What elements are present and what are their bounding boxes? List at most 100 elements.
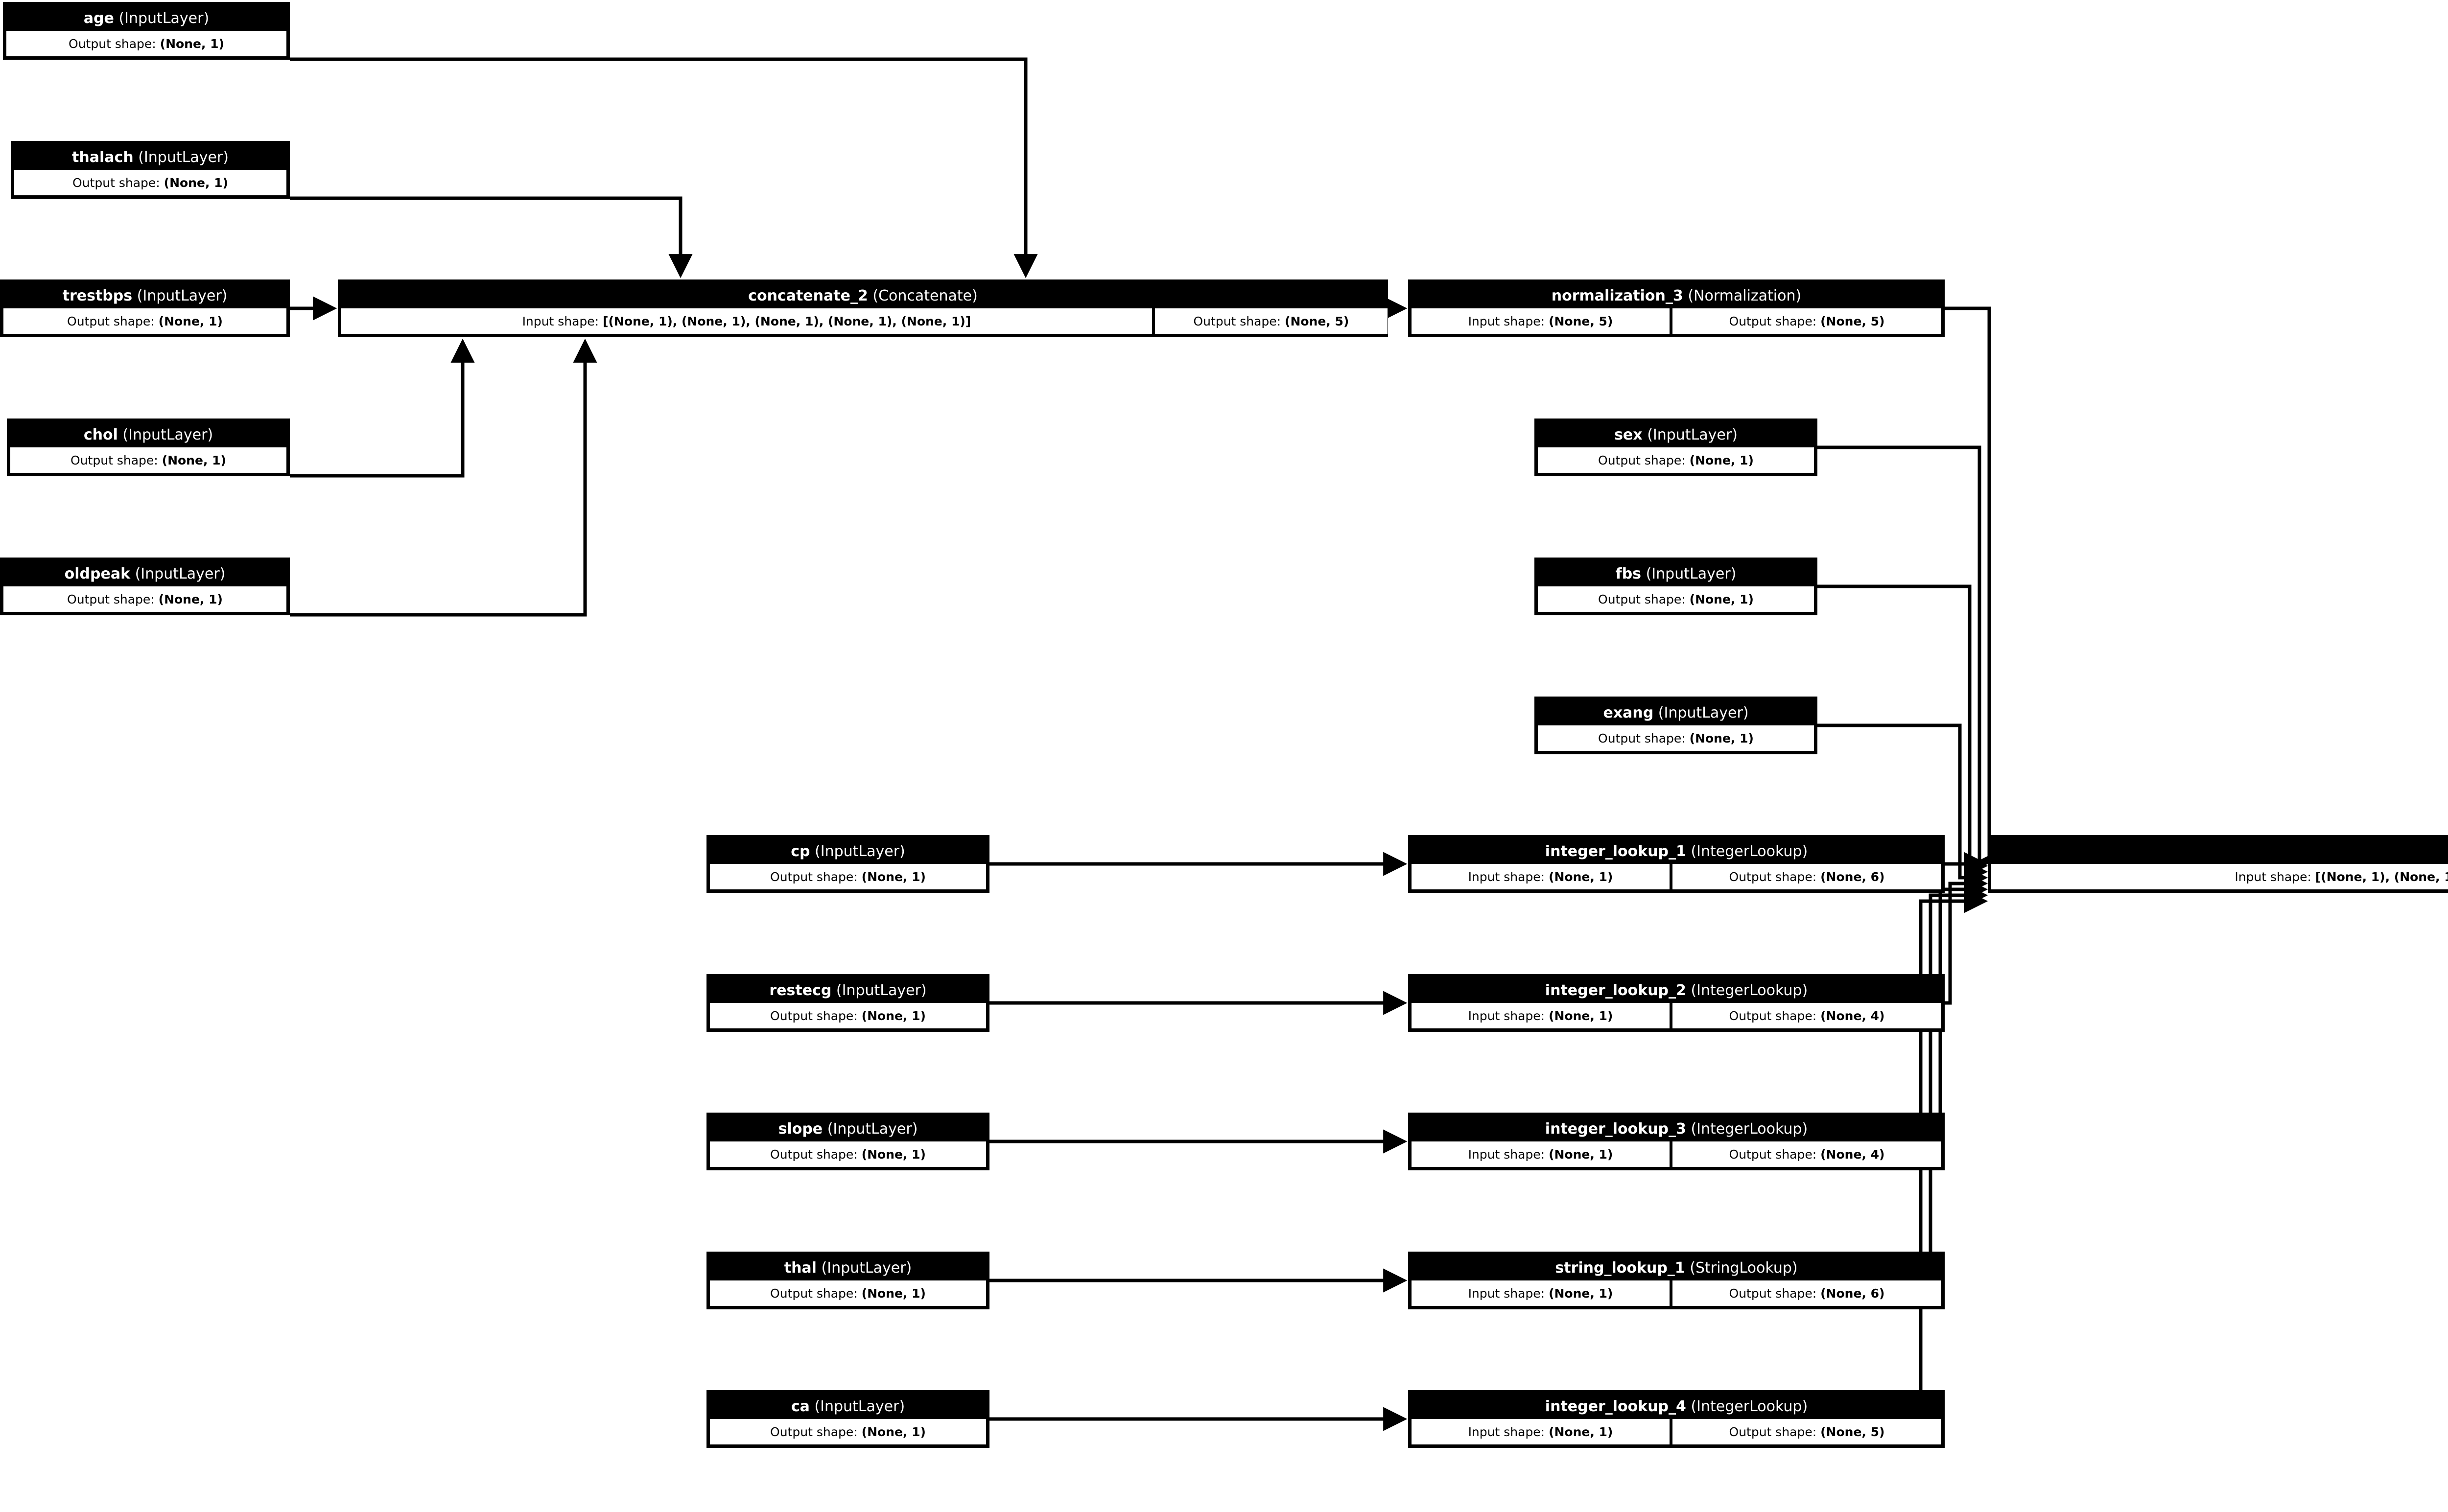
shape-label-normalization_3-0: Input shape:: [1468, 314, 1545, 328]
shape-label-sex-0: Output shape:: [1598, 453, 1686, 467]
node-header-normalization_3: normalization_3 (Normalization): [1412, 283, 1941, 308]
node-body-integer_lookup_2: Input shape: (None, 1)Output shape: (Non…: [1412, 1003, 1942, 1028]
node-type-sex: (InputLayer): [1647, 426, 1738, 443]
node-normalization_3[interactable]: normalization_3 (Normalization)Input sha…: [1408, 279, 1945, 337]
node-age[interactable]: age (InputLayer) Output shape: (None, 1): [3, 2, 290, 60]
node-ca[interactable]: ca (InputLayer)Output shape: (None, 1): [706, 1390, 989, 1448]
node-shape-cell-age-0: Output shape: (None, 1): [6, 31, 286, 56]
node-body-age: Output shape: (None, 1): [6, 31, 286, 56]
node-exang[interactable]: exang (InputLayer)Output shape: (None, 1…: [1534, 697, 1817, 754]
edge-normalization3-to-concatenate3: [1945, 306, 2004, 872]
node-shape-cell-concatenate_3-0: Input shape: [(None, 1), (None, 1), (Non…: [1991, 864, 2448, 889]
node-string_lookup_1[interactable]: string_lookup_1 (StringLookup)Input shap…: [1408, 1252, 1945, 1309]
node-body-integer_lookup_1: Input shape: (None, 1)Output shape: (Non…: [1412, 864, 1942, 889]
shape-value-normalization_3-0: (None, 5): [1549, 314, 1613, 328]
node-header-concatenate_3: concatenate_3 (Concatenate): [1991, 838, 2448, 864]
shape-value-trestbps-0: (None, 1): [158, 314, 223, 328]
node-type-string_lookup_1: (StringLookup): [1690, 1259, 1798, 1277]
node-sex[interactable]: sex (InputLayer)Output shape: (None, 1): [1534, 419, 1817, 476]
node-shape-cell-integer_lookup_2-0: Input shape: (None, 1): [1412, 1003, 1670, 1028]
node-shape-cell-integer_lookup_4-1: Output shape: (None, 5): [1669, 1419, 1942, 1444]
node-header-concatenate_2: concatenate_2 (Concatenate): [341, 283, 1385, 308]
node-concatenate_2[interactable]: concatenate_2 (Concatenate)Input shape: …: [338, 279, 1388, 337]
node-trestbps[interactable]: trestbps (InputLayer)Output shape: (None…: [0, 279, 290, 337]
node-body-trestbps: Output shape: (None, 1): [3, 308, 286, 334]
node-chol[interactable]: chol (InputLayer)Output shape: (None, 1): [7, 419, 290, 476]
shape-value-string_lookup_1-1: (None, 6): [1820, 1286, 1885, 1301]
node-body-restecg: Output shape: (None, 1): [710, 1003, 986, 1028]
node-name-ca: ca: [791, 1397, 810, 1415]
node-type-integer_lookup_1: (IntegerLookup): [1691, 842, 1808, 860]
shape-label-thalach-0: Output shape:: [72, 175, 160, 190]
node-restecg[interactable]: restecg (InputLayer)Output shape: (None,…: [706, 974, 989, 1032]
node-header-restecg: restecg (InputLayer): [710, 977, 986, 1003]
node-body-oldpeak: Output shape: (None, 1): [3, 586, 286, 612]
shape-value-integer_lookup_4-1: (None, 5): [1820, 1424, 1885, 1439]
node-name-normalization_3: normalization_3: [1551, 287, 1683, 304]
node-shape-cell-integer_lookup_1-0: Input shape: (None, 1): [1412, 864, 1670, 889]
node-cp[interactable]: cp (InputLayer)Output shape: (None, 1): [706, 835, 989, 893]
shape-label-integer_lookup_3-0: Input shape:: [1468, 1147, 1545, 1162]
shape-label-chol-0: Output shape:: [71, 453, 158, 467]
node-integer_lookup_1[interactable]: integer_lookup_1 (IntegerLookup)Input sh…: [1408, 835, 1945, 893]
node-name-age: age: [83, 9, 114, 27]
node-header-thal: thal (InputLayer): [710, 1255, 986, 1280]
node-name-integer_lookup_2: integer_lookup_2: [1545, 981, 1686, 999]
node-slope[interactable]: slope (InputLayer)Output shape: (None, 1…: [706, 1113, 989, 1170]
node-name-restecg: restecg: [769, 981, 832, 999]
shape-value-chol-0: (None, 1): [162, 453, 226, 467]
node-integer_lookup_3[interactable]: integer_lookup_3 (IntegerLookup) Input sh…: [1408, 1113, 1945, 1170]
node-type-integer_lookup_4: (IntegerLookup): [1691, 1397, 1808, 1415]
node-header-slope: slope (InputLayer): [710, 1116, 986, 1141]
node-type-age: (InputLayer): [118, 9, 210, 27]
shape-label-integer_lookup_1-1: Output shape:: [1729, 869, 1817, 884]
node-name-integer_lookup_4: integer_lookup_4: [1545, 1397, 1686, 1415]
node-shape-cell-normalization_3-0: Input shape: (None, 5): [1412, 308, 1670, 334]
node-shape-cell-slope-0: Output shape: (None, 1): [710, 1141, 986, 1167]
node-shape-cell-exang-0: Output shape: (None, 1): [1538, 725, 1814, 751]
shape-label-ca-0: Output shape:: [770, 1424, 858, 1439]
edge-integerlookup3-to-concatenate3: [1938, 877, 1988, 1143]
node-header-integer_lookup_2: integer_lookup_2 (IntegerLookup): [1412, 977, 1941, 1003]
shape-value-concatenate_3-0: [(None, 1), (None, 1), (None, 1), (None,…: [2315, 869, 2448, 884]
node-name-concatenate_2: concatenate_2: [748, 287, 868, 304]
node-fbs[interactable]: fbs (InputLayer)Output shape: (None, 1): [1534, 558, 1817, 615]
shape-value-concatenate_2-1: (None, 5): [1285, 314, 1349, 328]
node-header-exang: exang (InputLayer): [1538, 700, 1814, 725]
edge-thalach-to-concatenate2: [290, 196, 693, 279]
shape-value-integer_lookup_3-1: (None, 4): [1820, 1147, 1885, 1162]
edge-chol-to-concatenate2: [290, 338, 475, 478]
node-shape-cell-sex-0: Output shape: (None, 1): [1538, 447, 1814, 473]
node-shape-cell-concatenate_2-0: Input shape: [(None, 1), (None, 1), (Non…: [341, 308, 1152, 334]
node-thal[interactable]: thal (InputLayer)Output shape: (None, 1): [706, 1252, 989, 1309]
node-body-exang: Output shape: (None, 1): [1538, 725, 1814, 751]
node-type-chol: (InputLayer): [122, 426, 213, 443]
node-header-string_lookup_1: string_lookup_1 (StringLookup): [1412, 1255, 1941, 1280]
node-oldpeak[interactable]: oldpeak (InputLayer)Output shape: (None,…: [0, 558, 290, 615]
node-integer_lookup_4[interactable]: integer_lookup_4 (IntegerLookup)Input sh…: [1408, 1390, 1945, 1448]
node-body-concatenate_3: Input shape: [(None, 1), (None, 1), (Non…: [1991, 864, 2448, 889]
node-header-integer_lookup_1: integer_lookup_1 (IntegerLookup): [1412, 838, 1941, 864]
shape-label-integer_lookup_2-0: Input shape:: [1468, 1008, 1545, 1023]
node-concatenate_3[interactable]: concatenate_3 (Concatenate)Input shape: …: [1988, 835, 2448, 893]
node-name-trestbps: trestbps: [62, 287, 133, 304]
node-shape-cell-string_lookup_1-0: Input shape: (None, 1): [1412, 1280, 1670, 1306]
shape-value-age-0: (None, 1): [160, 36, 224, 51]
shape-label-integer_lookup_1-0: Input shape:: [1468, 869, 1545, 884]
shape-label-concatenate_3-0: Input shape:: [2235, 869, 2311, 884]
node-type-slope: (InputLayer): [827, 1120, 918, 1138]
shape-label-integer_lookup_4-1: Output shape:: [1729, 1424, 1817, 1439]
node-integer_lookup_2[interactable]: integer_lookup_2 (IntegerLookup)Input sh…: [1408, 974, 1945, 1032]
node-thalach[interactable]: thalach (InputLayer)Output shape: (None,…: [11, 141, 290, 199]
node-type-concatenate_2: (Concatenate): [872, 287, 978, 304]
node-name-oldpeak: oldpeak: [64, 565, 131, 582]
node-name-integer_lookup_3: integer_lookup_3: [1545, 1120, 1686, 1138]
node-shape-cell-integer_lookup_2-1: Output shape: (None, 4): [1669, 1003, 1942, 1028]
node-type-cp: (InputLayer): [815, 842, 905, 860]
node-header-cp: cp (InputLayer): [710, 838, 986, 864]
node-header-integer_lookup_3: integer_lookup_3 (IntegerLookup): [1412, 1116, 1941, 1141]
shape-value-oldpeak-0: (None, 1): [158, 592, 223, 606]
node-type-integer_lookup_2: (IntegerLookup): [1691, 981, 1808, 999]
